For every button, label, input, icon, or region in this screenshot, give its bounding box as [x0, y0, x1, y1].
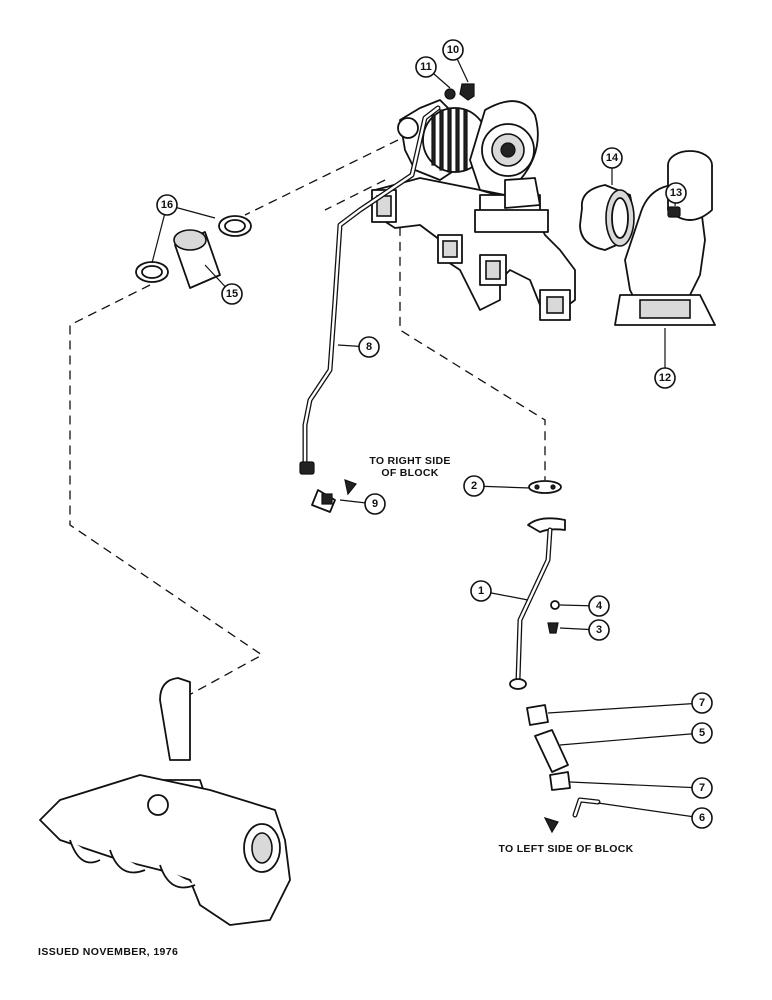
callout-number: 1 — [478, 585, 484, 597]
callout-5: 5 — [691, 722, 713, 744]
callout-11: 11 — [415, 56, 437, 78]
callout-number: 4 — [596, 600, 603, 612]
hose-and-clamps — [135, 215, 252, 289]
callout-2: 2 — [463, 475, 485, 497]
exhaust-manifold-lower — [39, 677, 291, 926]
to-left-side-label: TO LEFT SIDE OF BLOCK — [498, 843, 634, 855]
callout-number: 7 — [699, 697, 705, 709]
callout-16: 16 — [156, 194, 178, 216]
callout-number: 8 — [366, 341, 372, 353]
callout-10: 10 — [442, 39, 464, 61]
callout-number: 12 — [659, 372, 671, 384]
pipe-plug — [667, 206, 681, 218]
callout-number: 15 — [226, 288, 238, 300]
callout-1: 1 — [470, 580, 492, 602]
callout-number: 11 — [420, 61, 432, 73]
callout-number: 16 — [161, 199, 173, 211]
callout-number: 14 — [606, 152, 619, 164]
callout-number: 13 — [670, 187, 682, 199]
to-right-side-label: TO RIGHT SIDE OF BLOCK — [350, 455, 470, 479]
adapter-upper — [526, 704, 549, 726]
callout-12: 12 — [654, 367, 676, 389]
callout-number: 5 — [699, 727, 705, 739]
callout-number: 10 — [447, 44, 459, 56]
lock-washer — [550, 600, 560, 610]
oil-line — [299, 105, 441, 475]
screw — [547, 622, 559, 634]
elbow-housing — [614, 150, 716, 326]
callout-14: 14 — [601, 147, 623, 169]
arrow-to-left — [543, 817, 559, 834]
callout-7-lower: 7 — [691, 777, 713, 799]
fitting-washer — [444, 88, 456, 100]
to-right-side-line-2: OF BLOCK — [381, 467, 439, 479]
callout-7-upper: 7 — [691, 692, 713, 714]
elbow-fitting — [311, 489, 336, 513]
callout-13: 13 — [665, 182, 687, 204]
gasket — [528, 480, 562, 494]
callout-number: 9 — [372, 498, 378, 510]
hose-section — [534, 729, 569, 773]
oil-return-tube — [509, 517, 566, 690]
callout-6: 6 — [691, 807, 713, 829]
callout-number: 7 — [699, 782, 705, 794]
issued-date: ISSUED NOVEMBER, 1976 — [38, 946, 179, 958]
callouts: 1 2 3 4 5 6 7 7 8 9 10 11 12 13 14 15 16 — [156, 39, 713, 829]
exhaust-manifold-upper — [371, 177, 576, 321]
callout-number: 6 — [699, 812, 705, 824]
callout-15: 15 — [221, 283, 243, 305]
callout-3: 3 — [588, 619, 610, 641]
to-right-side-line-1: TO RIGHT SIDE — [369, 455, 451, 467]
callout-number: 3 — [596, 624, 602, 636]
fitting-elbow — [459, 83, 475, 101]
connector-hose — [579, 184, 635, 251]
adapter-lower — [549, 771, 571, 791]
callout-8: 8 — [358, 336, 380, 358]
callout-9: 9 — [364, 493, 386, 515]
callout-number: 2 — [471, 480, 477, 492]
arrow-to-right — [344, 479, 357, 496]
elbow-fitting-lower — [572, 797, 601, 818]
callout-4: 4 — [588, 595, 610, 617]
